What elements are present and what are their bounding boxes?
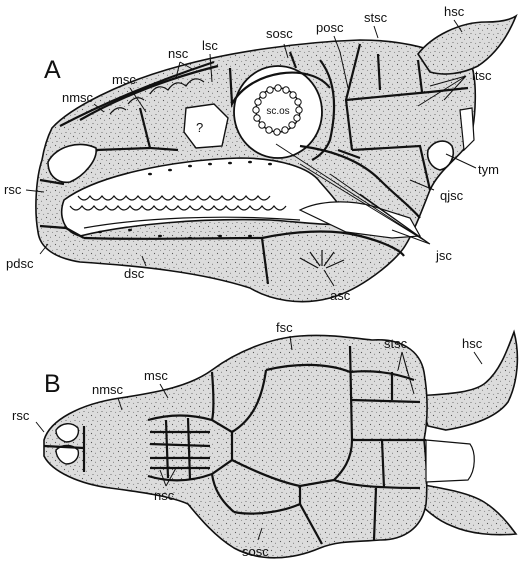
panel-label-a: A xyxy=(44,56,61,84)
horn-scale-a xyxy=(417,13,518,75)
unknown-element xyxy=(183,103,229,149)
label-nsc-b: nsc xyxy=(154,488,175,503)
label-nsc-a: nsc xyxy=(168,46,189,61)
leader-lines-a xyxy=(25,19,477,287)
label-jsc-a: jsc xyxy=(435,248,452,263)
label-fsc-b: fsc xyxy=(276,320,293,335)
label-asc-a: asc xyxy=(330,288,351,303)
label-hsc-a: hsc xyxy=(444,4,465,19)
label-hsc-b: hsc xyxy=(462,336,483,351)
lateral-view xyxy=(35,13,518,303)
label-sosc-a: sosc xyxy=(266,26,293,41)
horn-scale-b-upper xyxy=(416,329,519,431)
label-msc-a: msc xyxy=(112,72,136,87)
label-msc-b: msc xyxy=(144,368,168,383)
panel-label-b: B xyxy=(44,370,61,398)
label-scos-a: sc.os xyxy=(266,106,289,117)
label-nmsc-a: nmsc xyxy=(62,90,94,105)
label-question-a: ? xyxy=(196,120,203,135)
label-stsc-a: stsc xyxy=(364,10,388,25)
label-rsc-b: rsc xyxy=(12,408,30,423)
label-nmsc-b: nmsc xyxy=(92,382,124,397)
label-sosc-b: sosc xyxy=(242,544,269,559)
leader-lines-b xyxy=(35,335,483,541)
label-rsc-a: rsc xyxy=(4,182,22,197)
label-pdsc-a: pdsc xyxy=(6,256,34,271)
label-lsc-a: lsc xyxy=(202,38,218,53)
label-qjsc-a: qjsc xyxy=(440,188,464,203)
dorsal-view xyxy=(43,329,519,559)
label-posc-a: posc xyxy=(316,20,344,35)
label-itsc-a: itsc xyxy=(472,68,492,83)
skull-outline-b xyxy=(43,334,428,559)
horn-scale-b-lower xyxy=(415,483,518,536)
label-tym-a: tym xyxy=(478,162,499,177)
label-stsc-b: stsc xyxy=(384,336,408,351)
label-dsc-a: dsc xyxy=(124,266,145,281)
